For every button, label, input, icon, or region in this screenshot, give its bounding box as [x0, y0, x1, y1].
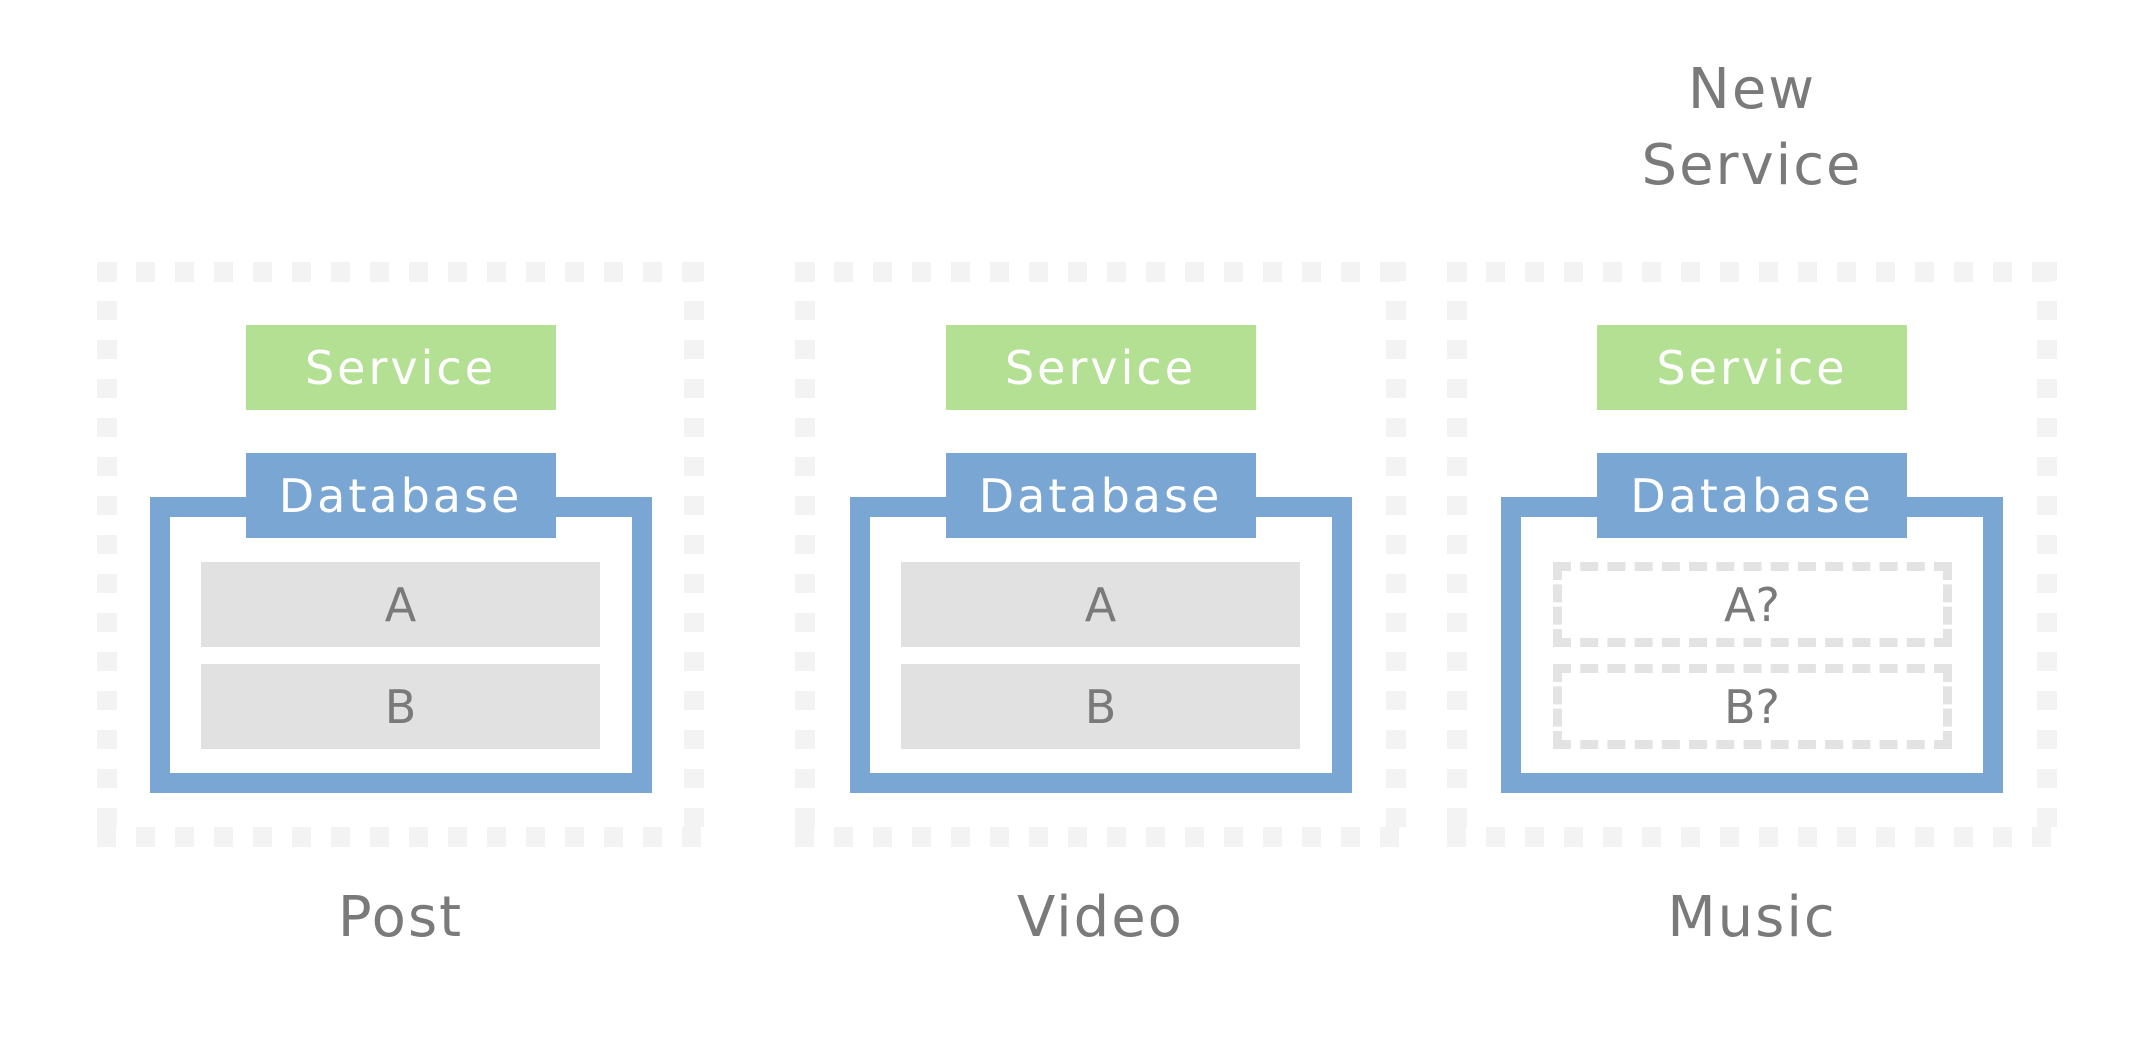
db-row-label: B	[1084, 679, 1117, 734]
service-label: Service	[304, 340, 496, 395]
db-row-a: A	[901, 562, 1300, 647]
database-container: A? B?	[1501, 497, 2003, 793]
service-box: Service	[945, 325, 1256, 410]
db-row-b: B	[901, 664, 1300, 749]
database-container: A B	[849, 497, 1352, 793]
database-label: Database	[978, 468, 1223, 523]
db-row-a-tentative: A?	[1552, 562, 1952, 647]
panel-caption: Video	[1017, 885, 1184, 950]
db-row-label: A	[384, 577, 417, 632]
database-label: Database	[278, 468, 523, 523]
db-row-b-tentative: B?	[1552, 664, 1952, 749]
service-label: Service	[1656, 340, 1848, 395]
panel-post: Service Database A B Post	[97, 262, 704, 948]
db-row-label: A	[1084, 577, 1117, 632]
db-row-label: B?	[1724, 679, 1780, 734]
database-tab: Database	[945, 453, 1256, 538]
db-row-label: A?	[1724, 577, 1780, 632]
panel-music: New Service Service Database A? B? Music	[1447, 57, 2057, 948]
db-row-a: A	[201, 562, 600, 647]
db-row-b: B	[201, 664, 600, 749]
panel-caption: Post	[337, 885, 464, 950]
service-box: Service	[1597, 325, 1907, 410]
panel-video: Service Database A B Video	[795, 262, 1406, 948]
service-label: Service	[1004, 340, 1196, 395]
service-box: Service	[245, 325, 556, 410]
new-service-note: New Service	[1641, 57, 1863, 198]
panel-caption: Music	[1667, 885, 1837, 950]
database-container: A B	[149, 497, 652, 793]
database-label: Database	[1630, 468, 1874, 523]
db-row-label: B	[384, 679, 417, 734]
database-tab: Database	[1597, 453, 1907, 538]
database-tab: Database	[245, 453, 556, 538]
